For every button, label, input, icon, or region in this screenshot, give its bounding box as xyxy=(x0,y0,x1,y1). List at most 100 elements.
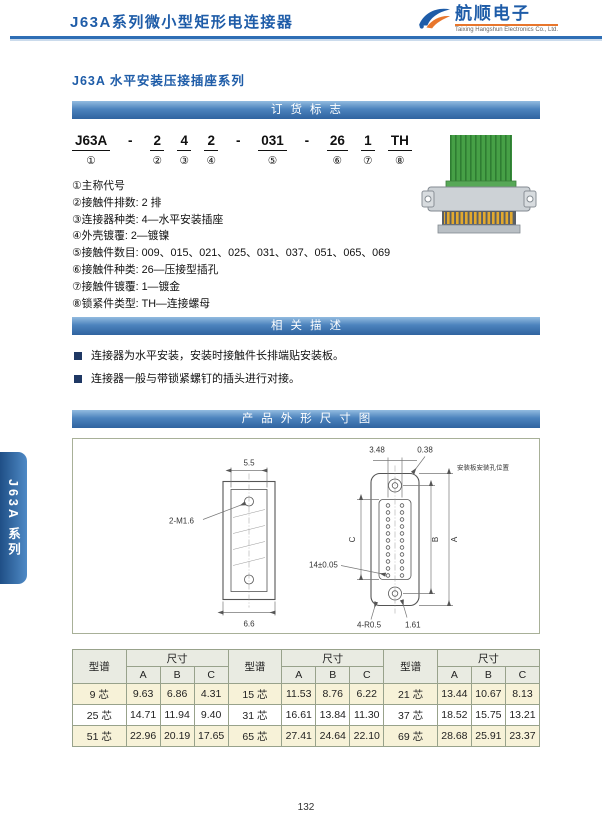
page-number: 132 xyxy=(297,802,315,813)
dim-body-width: 6.6 xyxy=(243,620,255,629)
dim-edge-offset: 0.38 xyxy=(417,446,433,455)
col-header-a: A xyxy=(125,666,161,684)
dim-c: C xyxy=(348,536,357,542)
header-divider xyxy=(10,36,602,39)
dim-cell: 15.75 xyxy=(470,704,506,726)
col-header-b: B xyxy=(159,666,195,684)
col-header-c: C xyxy=(193,666,229,684)
front-view: 3.48 0.38 安装板安装孔位置 C B A xyxy=(309,446,510,630)
description-bullet: 连接器一般与带锁紧螺钉的插头进行对接。 xyxy=(74,371,538,387)
dim-cell: 11.30 xyxy=(349,704,385,726)
col-header-a: A xyxy=(436,666,472,684)
dim-cell: 23.37 xyxy=(504,725,541,747)
logo-text: 航顺电子 xyxy=(454,4,531,23)
description-text: 连接器为水平安装，安装时接触件长排端贴安装板。 xyxy=(91,350,344,362)
dim-cell: 13.44 xyxy=(436,683,472,705)
model-cell: 37 芯 xyxy=(383,704,438,726)
ordering-note: ⑦接触件镀覆: 1—镀金 xyxy=(72,280,181,293)
banner-description: 相关描述 xyxy=(72,317,540,335)
dim-cell: 28.68 xyxy=(436,725,472,747)
table-row: 9 芯 9.63 6.86 4.31 15 芯 11.53 8.76 6.22 … xyxy=(72,683,541,705)
dim-cell: 9.40 xyxy=(193,704,229,726)
dim-cell: 9.63 xyxy=(125,683,161,705)
banner-ordering-mark: 订货标志 xyxy=(72,101,540,119)
square-bullet-icon xyxy=(74,352,82,360)
dim-plate-width: 5.5 xyxy=(243,459,255,468)
model-cell: 31 芯 xyxy=(227,704,283,726)
description-section: 连接器为水平安装，安装时接触件长排端贴安装板。 连接器一般与带锁紧螺钉的插头进行… xyxy=(72,335,540,410)
dim-cell: 24.64 xyxy=(315,725,351,747)
dim-cell: 6.86 xyxy=(159,683,195,705)
col-header-dim: 尺寸 xyxy=(125,649,229,667)
dim-b: B xyxy=(431,537,440,542)
dim-cell: 13.21 xyxy=(504,704,541,726)
ordering-note: ①主称代号 xyxy=(72,180,125,192)
dim-cell: 16.61 xyxy=(281,704,317,726)
outline-drawing: 5.5 2-M1.6 6.6 xyxy=(72,438,540,634)
dim-cell: 13.84 xyxy=(315,704,351,726)
dim-cell: 25.91 xyxy=(470,725,506,747)
model-cell: 9 芯 xyxy=(72,683,127,705)
description-text: 连接器一般与带锁紧螺钉的插头进行对接。 xyxy=(91,373,300,385)
dim-cell: 20.19 xyxy=(159,725,195,747)
col-header-dim: 尺寸 xyxy=(281,649,385,667)
col-header-model: 型谱 xyxy=(227,649,283,684)
model-cell: 15 芯 xyxy=(227,683,283,705)
dim-cell: 17.65 xyxy=(193,725,229,747)
dim-cell: 11.94 xyxy=(159,704,195,726)
col-header-a: A xyxy=(281,666,317,684)
col-header-b: B xyxy=(470,666,506,684)
side-view: 5.5 2-M1.6 6.6 xyxy=(169,459,276,629)
model-cell: 69 芯 xyxy=(383,725,438,747)
code-dash: - xyxy=(128,133,133,148)
ordering-note: ③连接器种类: 4—水平安装插座 xyxy=(72,213,224,226)
series-side-tab-label: J63A 系列 xyxy=(6,478,20,558)
col-header-c: C xyxy=(504,666,541,684)
model-cell: 25 芯 xyxy=(72,704,127,726)
col-header-b: B xyxy=(315,666,351,684)
dim-cell: 18.52 xyxy=(436,704,472,726)
description-bullet: 连接器为水平安装，安装时接触件长排端贴安装板。 xyxy=(74,348,538,364)
banner-outline-drawing: 产品外形尺寸图 xyxy=(72,410,540,428)
dim-cell: 6.22 xyxy=(349,683,385,705)
code-dash: - xyxy=(304,133,310,148)
dimensions-table: 型谱 尺寸 型谱 尺寸 型谱 尺寸 A B C A B C A B C 9 芯 xyxy=(72,649,541,747)
ordering-note: ⑧锁紧件类型: TH—连接螺母 xyxy=(72,297,211,310)
dim-a: A xyxy=(450,536,459,542)
logo-subtext: Taixing Hangshun Electronics Co., Ltd. xyxy=(454,27,558,33)
col-header-c: C xyxy=(349,666,385,684)
ordering-note: ②接触件排数: 2 排 xyxy=(72,196,162,209)
table-row: 25 芯 14.71 11.94 9.40 31 芯 16.61 13.84 1… xyxy=(72,704,541,726)
connector-photo xyxy=(420,135,538,243)
dim-cell: 8.13 xyxy=(504,683,541,705)
company-logo: 航顺电子 Taixing Hangshun Electronics Co., L… xyxy=(417,3,558,33)
square-bullet-icon xyxy=(74,375,82,383)
dim-cell: 22.96 xyxy=(125,725,161,747)
logo-bird-icon xyxy=(418,8,450,29)
dim-corner-radius: 4-R0.5 xyxy=(357,621,382,630)
ordering-note: ⑥接触件种类: 26—压接型插孔 xyxy=(72,263,219,276)
dim-cell: 11.53 xyxy=(281,683,317,705)
dim-cell: 27.41 xyxy=(281,725,317,747)
model-cell: 51 芯 xyxy=(72,725,127,747)
dim-cell: 4.31 xyxy=(193,683,229,705)
dim-pin-offset: 1.61 xyxy=(405,621,421,630)
code-dash: - xyxy=(236,133,241,148)
table-row: 51 芯 22.96 20.19 17.65 65 芯 27.41 24.64 … xyxy=(72,725,541,747)
col-header-model: 型谱 xyxy=(72,649,127,684)
model-cell: 65 芯 xyxy=(227,725,283,747)
dim-cell: 8.76 xyxy=(315,683,351,705)
dim-pin-pos: 14±0.05 xyxy=(309,561,338,570)
dim-cell: 10.67 xyxy=(470,683,506,705)
ordering-note: ⑤接触件数目: 009、015、021、025、031、037、051、065、… xyxy=(72,247,391,260)
